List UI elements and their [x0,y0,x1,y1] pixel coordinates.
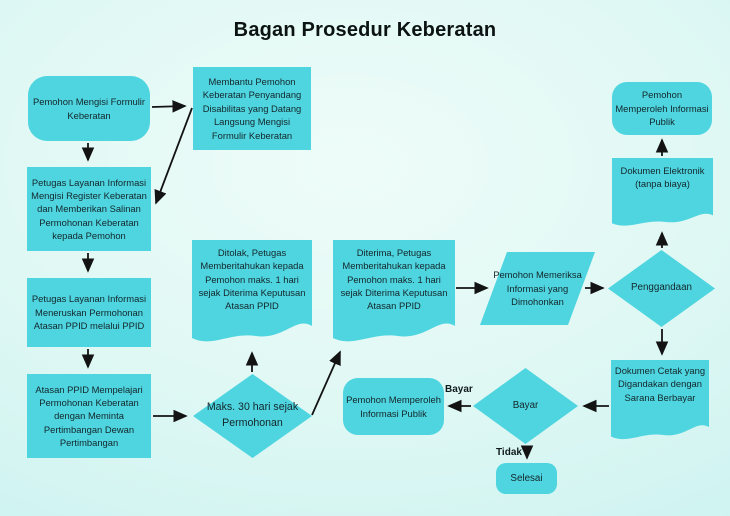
flow-node-obtain-top: Pemohon Memperoleh Informasi Publik [612,82,712,135]
flow-node-done: Selesai [496,463,557,494]
edge-label-bayar: Bayar [445,384,473,395]
flow-node-study: Atasan PPID Mempelajari Permohonan Keber… [27,374,151,458]
diamond-shape [473,368,578,444]
flow-node-register: Petugas Layanan Informasi Mengisi Regist… [27,167,151,251]
diagram-title: Bagan Prosedur Keberatan [233,19,497,41]
flow-doc-electronic: Dokumen Elektronik (tanpa biaya) [612,158,713,228]
flow-node-label: Diterima, Petugas Memberitahukan kepada … [340,247,448,312]
flow-node-label: Penggandaan [630,282,693,294]
flow-decision-pay: Bayar [473,368,578,444]
flow-doc-accepted: Diterima, Petugas Memberitahukan kepada … [333,240,455,345]
flow-node-label: Petugas Layanan Informasi Meneruskan Per… [31,293,147,332]
flow-node-label: Pemohon Mengisi Formulir Keberatan [32,96,146,121]
flow-decision-duplicate: Penggandaan [608,250,715,327]
arrow-assist-to-register [154,107,193,205]
diamond-shape [193,374,312,458]
flow-node-forward: Petugas Layanan Informasi Meneruskan Per… [27,278,151,347]
flow-node-label: Dokumen Cetak yang Digandakan dengan Sar… [614,365,706,403]
arrow-start-to-assist [151,100,187,113]
document-shape [611,360,709,440]
flow-doc-rejected: Ditolak, Petugas Memberitahukan kepada P… [192,240,312,345]
flow-node-label: Ditolak, Petugas Memberitahukan kepada P… [198,247,306,312]
document-shape [333,240,455,342]
arrow-deadline-to-accepted [311,350,341,416]
flow-io-check: Pemohon Memeriksa Informasi yang Dimohon… [480,252,595,325]
flow-node-obtain-bottom: Pemohon Memperoleh Informasi Publik [343,378,444,435]
flow-node-start: Pemohon Mengisi Formulir Keberatan [28,76,150,141]
flow-node-label: Maks. 30 hari sejak Permohonan [206,401,299,429]
flow-node-assist: Membantu Pemohon Keberatan Penyandang Di… [193,67,311,150]
flow-node-label: Membantu Pemohon Keberatan Penyandang Di… [202,76,302,141]
flow-node-label: Pemohon Memperoleh Informasi Publik [346,394,441,419]
flow-node-label: Bayar [512,399,539,411]
flow-node-label: Atasan PPID Mempelajari Permohonan Keber… [35,383,143,449]
flow-node-label: Pemohon Memperoleh Informasi Publik [615,89,709,128]
flow-node-label: Dokumen Elektronik (tanpa biaya) [620,165,705,190]
flow-node-label: Petugas Layanan Informasi Mengisi Regist… [31,176,147,242]
document-shape [192,240,312,342]
diamond-shape [608,250,715,327]
flow-decision-deadline: Maks. 30 hari sejak Permohonan [193,374,312,458]
edge-label-tidak: Tidak [496,447,522,458]
document-shape [612,158,713,226]
flow-node-label: Pemohon Memeriksa Informasi yang Dimohon… [493,269,582,308]
flow-node-label: Selesai [510,472,543,484]
flow-doc-print: Dokumen Cetak yang Digandakan dengan Sar… [611,360,709,442]
parallelogram-shape [480,252,595,325]
